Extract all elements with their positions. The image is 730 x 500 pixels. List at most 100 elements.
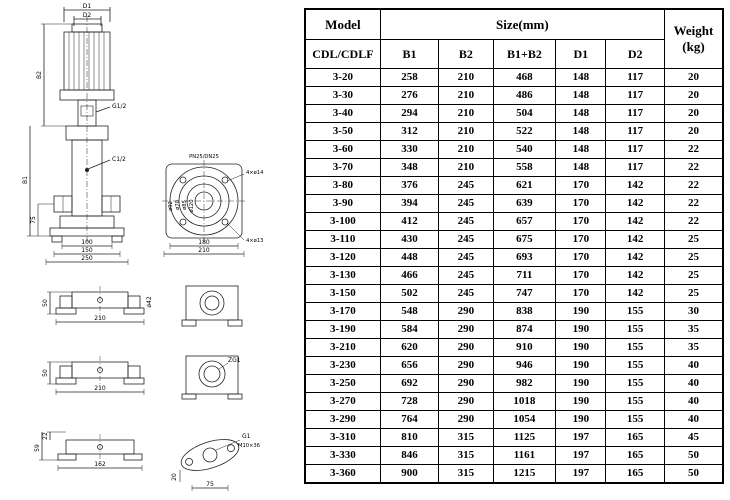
dim-22-label: 22	[42, 432, 49, 440]
value-cell: 197	[555, 446, 607, 465]
value-cell: 148	[555, 158, 607, 177]
value-cell: 170	[555, 266, 607, 285]
value-cell: 117	[605, 68, 665, 87]
value-cell: 142	[605, 284, 665, 303]
value-cell: 210	[438, 104, 494, 123]
flange-dia92-label: ø92	[168, 201, 174, 211]
value-cell: 40	[663, 392, 724, 411]
value-cell: 142	[605, 212, 665, 231]
value-cell: 197	[555, 428, 607, 447]
model-cell: 3-210	[304, 338, 381, 357]
value-cell: 838	[492, 302, 557, 321]
dim-b1-label: B1	[22, 176, 29, 184]
value-cell: 40	[663, 356, 724, 375]
value-cell: 25	[663, 230, 724, 249]
value-cell: 810	[379, 428, 440, 447]
bracket-top-view-1	[181, 285, 243, 327]
value-cell: 1161	[492, 446, 557, 465]
dim-210a-label: 210	[94, 315, 106, 322]
value-cell: 245	[438, 212, 494, 231]
value-cell: 290	[438, 374, 494, 393]
value-cell: 190	[555, 356, 607, 375]
value-cell: 946	[492, 356, 557, 375]
value-cell: 165	[605, 446, 665, 465]
value-cell: 165	[605, 428, 665, 447]
value-cell: 155	[605, 356, 665, 375]
value-cell: 40	[663, 374, 724, 393]
value-cell: 394	[379, 194, 440, 213]
value-cell: 142	[605, 194, 665, 213]
value-cell: 25	[663, 248, 724, 267]
g1-label: G1	[242, 433, 251, 440]
value-cell: 117	[605, 158, 665, 177]
dia-42-label: ø42	[146, 296, 153, 307]
flange-dia70-label: ø70	[175, 200, 181, 210]
dim-d2-label: D2	[83, 12, 92, 19]
value-cell: 276	[379, 86, 440, 105]
value-cell: 558	[492, 158, 557, 177]
flange-holes-top-label: 4×ø14	[246, 170, 264, 176]
spec-table: Model Size(mm) Weight (kg) CDL/CDLF B1 B…	[304, 8, 724, 484]
value-cell: 117	[605, 86, 665, 105]
value-cell: 294	[379, 104, 440, 123]
col-header-b2: B2	[438, 39, 494, 69]
zg1-label: ZG1	[228, 357, 241, 364]
model-cell: 3-80	[304, 176, 381, 195]
dim-59-label: 59	[34, 444, 41, 452]
value-cell: 584	[379, 320, 440, 339]
col-header-weight: Weight (kg)	[663, 8, 724, 69]
value-cell: 20	[663, 68, 724, 87]
value-cell: 639	[492, 194, 557, 213]
value-cell: 620	[379, 338, 440, 357]
value-cell: 170	[555, 176, 607, 195]
flange-top-view	[162, 160, 246, 257]
value-cell: 502	[379, 284, 440, 303]
value-cell: 148	[555, 86, 607, 105]
value-cell: 155	[605, 320, 665, 339]
header-row-1: Model Size(mm) Weight (kg)	[304, 8, 724, 69]
value-cell: 245	[438, 194, 494, 213]
value-cell: 330	[379, 140, 440, 159]
value-cell: 290	[438, 410, 494, 429]
dim-180-label: 180	[198, 239, 210, 246]
model-cell: 3-290	[304, 410, 381, 429]
value-cell: 312	[379, 122, 440, 141]
port-c12-label: C1/2	[112, 156, 126, 163]
value-cell: 846	[379, 446, 440, 465]
value-cell: 258	[379, 68, 440, 87]
dim-20-label: 20	[171, 473, 178, 481]
dim-d1-label: D1	[83, 3, 92, 10]
value-cell: 747	[492, 284, 557, 303]
model-cell: 3-250	[304, 374, 381, 393]
bracket-side-view-3	[39, 431, 143, 471]
value-cell: 40	[663, 410, 724, 429]
value-cell: 290	[438, 302, 494, 321]
weight-label-line2: (kg)	[682, 39, 705, 54]
value-cell: 190	[555, 338, 607, 357]
value-cell: 657	[492, 212, 557, 231]
value-cell: 210	[438, 86, 494, 105]
col-header-b1b2: B1+B2	[492, 39, 557, 69]
value-cell: 155	[605, 410, 665, 429]
technical-drawing-pane: D1 D2 B2 B1 G1/2 C1/2 75 100 150 250 PN2…	[0, 0, 302, 500]
value-cell: 210	[438, 68, 494, 87]
dim-b2-label: B2	[36, 71, 43, 79]
port-g12-label: G1/2	[112, 103, 126, 110]
value-cell: 245	[438, 248, 494, 267]
value-cell: 468	[492, 68, 557, 87]
dim-50a-label: 50	[42, 299, 49, 307]
value-cell: 675	[492, 230, 557, 249]
value-cell: 142	[605, 230, 665, 249]
header-row-2: CDL/CDLF B1 B2 B1+B2 D1 D2	[304, 39, 723, 69]
value-cell: 448	[379, 248, 440, 267]
value-cell: 412	[379, 212, 440, 231]
